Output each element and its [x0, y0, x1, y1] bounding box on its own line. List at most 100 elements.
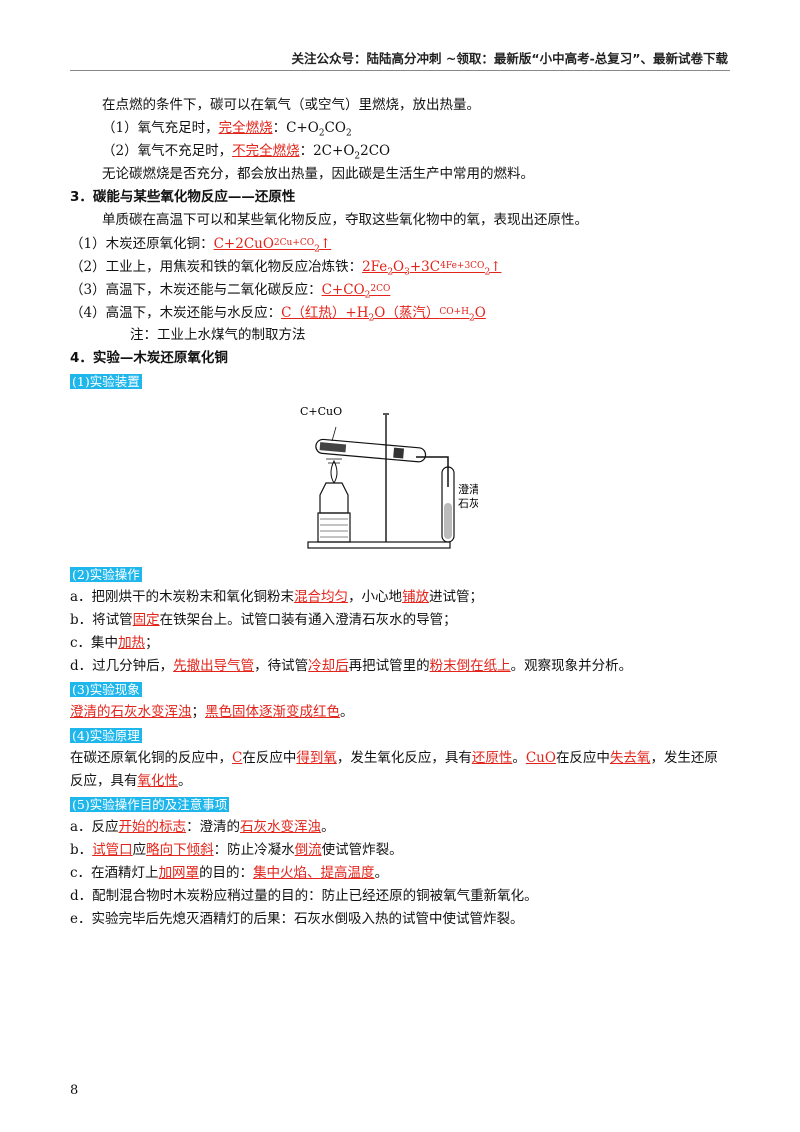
r1-product: 2Cu+CO — [273, 238, 315, 248]
label-limewater-2: 石灰水 — [458, 496, 478, 510]
op-a-answer1: 混合均匀 — [294, 589, 349, 605]
note-b: b．试管口应略向下倾斜：防止冷凝水倒流使试管炸裂。 — [70, 839, 730, 862]
paragraph-intro: 在点燃的条件下，碳可以在氧气（或空气）里燃烧，放出热量。 — [102, 97, 480, 113]
note-b-post: 使试管炸裂。 — [321, 842, 403, 858]
document-body: 在点燃的条件下，碳可以在氧气（或空气）里燃烧，放出热量。 （1）氧气充足时，完全… — [70, 94, 730, 931]
op-a: a．把刚烘干的木炭粉末和氧化铜粉末混合均匀，小心地铺放进试管； — [70, 586, 730, 609]
principle-t6: 。 — [178, 773, 192, 789]
principle-answer5: 失去氧 — [609, 750, 651, 766]
section-3-title: 3．碳能与某些氧化物反应——还原性 — [70, 189, 296, 205]
r1-pre: （1）木炭还原氧化铜： — [70, 236, 214, 252]
subhead-apparatus: (1)实验装置 — [70, 374, 142, 389]
principle-t2: ，发生氧化反应，具有 — [336, 750, 472, 766]
principle-answer2: 得到氧 — [296, 750, 337, 766]
r4-sub2: 2 — [468, 313, 475, 324]
r2-eq2: +3C — [409, 259, 441, 275]
r3-pre: （3）高温下，木炭还能与二氧化碳反应： — [70, 282, 322, 298]
principle-answer3: 还原性 — [471, 750, 513, 766]
note-b-answer1: 试管口 — [92, 842, 133, 858]
label-limewater-1: 澄清的 — [458, 482, 478, 496]
principle: 在碳还原氧化铜的反应中，C在反应中得到氧，发生氧化反应，具有还原性。CuO在反应… — [70, 747, 730, 793]
burn-full: （1）氧气充足时，完全燃烧：C+O2CO2 — [70, 117, 730, 140]
note-b-answer3: 倒流 — [294, 842, 322, 858]
burn-partial: （2）氧气不充足时，不完全燃烧：2C+O22CO — [70, 140, 730, 163]
note-c-mid: 的目的： — [199, 865, 254, 881]
op-c-post: ； — [145, 635, 159, 651]
note-d: d．配制混合物时木炭粉应稍过量的目的：防止已经还原的铜被氧气重新氧化。 — [70, 888, 538, 904]
r3-product: 2CO — [370, 284, 391, 294]
phenomenon-answer2: 黑色固体逐渐变成红色 — [205, 704, 340, 720]
op-c-answer: 加热 — [118, 635, 146, 651]
gas-tube — [416, 456, 449, 487]
burn1-eq2: CO — [324, 120, 346, 136]
note-e: e．实验完毕后先熄灭酒精灯的后果：石灰水倒吸入热的试管中使试管炸裂。 — [70, 911, 524, 927]
op-d-answer2: 冷却后 — [308, 658, 349, 674]
label-reactants: C+CuO — [300, 405, 342, 418]
r2-product: 4Fe+3CO — [440, 261, 485, 271]
reaction-2: （2）工业上，用焦炭和铁的氧化物反应冶炼铁：2Fe2O3+3C4Fe+3CO2↑ — [70, 255, 730, 278]
principle-t1: 在反应中 — [242, 750, 297, 766]
note-c-answer1: 加网罩 — [158, 865, 200, 881]
subhead-principle: (4)实验原理 — [70, 728, 142, 743]
op-b-post: 在铁架台上。试管口装有通入澄清石灰水的导管； — [159, 612, 457, 628]
op-a-mid: ，小心地 — [348, 589, 403, 605]
note-c-post: 。 — [374, 865, 389, 881]
burn1-eq: ：C+O — [272, 120, 319, 136]
r2-sub2: 3 — [404, 267, 410, 278]
note-a-pre: a．反应 — [70, 819, 119, 835]
note-b-mid2: ：防止冷凝水 — [213, 842, 295, 858]
op-d-answer3: 粉末倒在纸上 — [429, 658, 511, 674]
note-b-pre: b． — [70, 842, 93, 858]
op-b-answer: 固定 — [132, 612, 160, 628]
note-a: a．反应开始的标志：澄清的石灰水变浑浊。 — [70, 816, 730, 839]
phenomenon: 澄清的石灰水变浑浊；黑色固体逐渐变成红色。 — [70, 701, 730, 724]
op-d-pre: d．过几分钟后， — [70, 658, 174, 674]
subhead-phenomenon: (3)实验现象 — [70, 682, 142, 697]
note-a-answer2: 石灰水变浑浊 — [240, 819, 322, 835]
note-c-pre: c．在酒精灯上 — [70, 865, 159, 881]
phenomenon-post: 。 — [340, 704, 354, 720]
op-b: b．将试管固定在铁架台上。试管口装有通入澄清石灰水的导管； — [70, 609, 730, 632]
principle-t3: 。 — [512, 750, 526, 766]
reaction-4: （4）高温下，木炭还能与水反应：C（红热）+H2O（蒸汽）CO+H2O — [70, 301, 730, 324]
stand-base — [307, 541, 451, 549]
receiver-tube — [441, 466, 455, 543]
subhead-operation: (2)实验操作 — [70, 567, 142, 582]
section-3-intro: 单质碳在高温下可以和某些氧化物反应，夺取这些氧化物中的氧，表现出还原性。 — [102, 212, 588, 228]
r3-sub: 2 — [364, 290, 371, 301]
r1-sub: 2 — [314, 244, 320, 255]
r4-product: CO+H — [439, 307, 469, 317]
r1-arrow: ↑ — [319, 236, 332, 252]
op-c-pre: c．集中 — [70, 635, 119, 651]
apparatus-diagram: C+CuO 澄清的 石灰水 — [300, 405, 491, 549]
op-d-answer1: 先撤出导气管 — [173, 658, 255, 674]
r2-eq-o: O — [393, 259, 405, 275]
burn2-sub: 2 — [354, 151, 361, 162]
r4-eq3: O — [474, 305, 486, 321]
principle-t5: ，发生还原反应，具有 — [70, 750, 718, 789]
r1-eq: C+2CuO — [213, 236, 274, 252]
r3-eq: C+CO — [321, 282, 365, 298]
subhead-notes: (5)实验操作目的及注意事项 — [70, 797, 230, 812]
note-a-post: 。 — [321, 819, 335, 835]
burn2-eq2: 2CO — [360, 143, 391, 159]
op-d: d．过几分钟后，先撤出导气管，待试管冷却后再把试管里的粉末倒在纸上。观察现象并分… — [70, 655, 730, 678]
r2-arrow: ↑ — [490, 259, 502, 275]
r4-sub: 2 — [368, 313, 375, 324]
op-a-post: 进试管； — [429, 589, 484, 605]
burn2-pre: （2）氧气不充足时， — [102, 143, 233, 159]
burn1-answer: 完全燃烧 — [218, 120, 273, 136]
op-a-pre: a．把刚烘干的木炭粉末和氧化铜粉末 — [70, 589, 295, 605]
principle-pre: 在碳还原氧化铜的反应中， — [70, 750, 232, 766]
burn2-answer: 不完全燃烧 — [232, 143, 300, 159]
note-a-answer1: 开始的标志 — [118, 819, 187, 835]
note-c-answer2: 集中火焰、提高温度 — [253, 865, 375, 881]
r2-sub3: 2 — [484, 267, 491, 278]
op-d-post: 。观察现象并分析。 — [510, 658, 633, 674]
op-b-pre: b．将试管 — [70, 612, 133, 628]
op-a-answer2: 铺放 — [402, 589, 430, 605]
principle-t4: 在反应中 — [555, 750, 610, 766]
section-4-title: 4．实验—木炭还原氧化铜 — [70, 350, 228, 366]
note-b-answer2: 略向下倾斜 — [146, 842, 214, 858]
page-header: 关注公众号：陆陆高分冲刺 ~领取：最新版“小中高考-总复习”、最新试卷下载 — [291, 51, 728, 66]
